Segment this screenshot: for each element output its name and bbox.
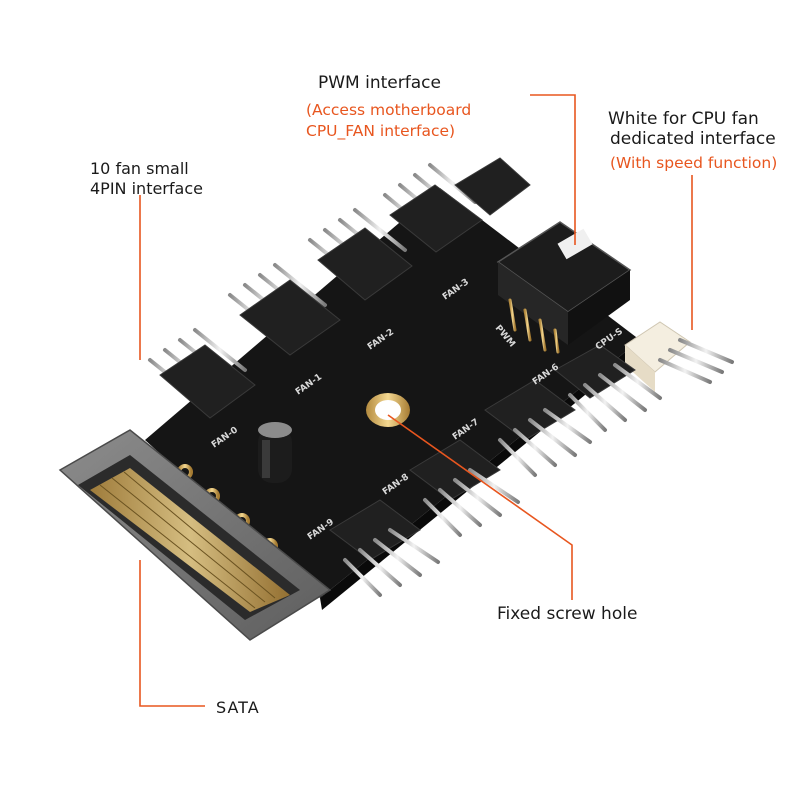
cpu-note: (With speed function) [610, 154, 778, 172]
leader-lines [139, 94, 693, 707]
capacitor [258, 422, 292, 483]
sata-label: SATA [216, 698, 260, 717]
pwm-note-line1: (Access motherboard [306, 101, 472, 119]
cpu-title: White for CPU fan [608, 108, 759, 131]
top-header-housings [159, 157, 531, 419]
pwm-header [496, 221, 632, 345]
cpu-white-connector [624, 321, 734, 392]
cpu-line2: dedicated interface [610, 129, 776, 149]
pwm-pins [508, 298, 560, 354]
fan-small-line2: 4PIN interface [90, 179, 203, 198]
sata-connector [58, 429, 332, 641]
bottom-pin-headers [343, 363, 662, 597]
cpu-title-white: White [608, 109, 658, 129]
bottom-header-housings [329, 344, 636, 561]
cpu-title-rest: for CPU fan [657, 109, 759, 129]
pwm-title: PWM interface [318, 73, 441, 93]
screw-hole [366, 393, 410, 427]
pwm-note-line2: CPU_FAN interface) [306, 122, 456, 140]
screw-label: Fixed screw hole [497, 604, 638, 624]
fan-small-line1: 10 fan small [90, 159, 189, 178]
